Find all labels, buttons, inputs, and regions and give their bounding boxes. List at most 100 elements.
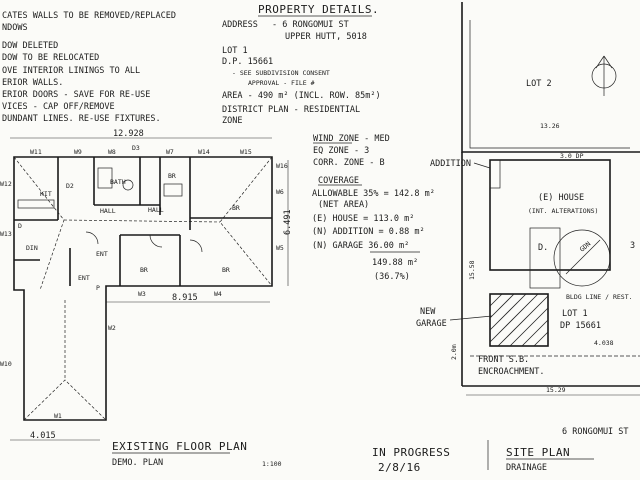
room-label: KIT [40,190,52,198]
coverage-heading: COVERAGE [318,176,359,186]
note-line: NDOWS [2,23,28,33]
room-label: BR [222,266,230,274]
window-tag: W3 [138,290,146,298]
note-line: ERIOR WALLS. [2,78,63,88]
addition-area: (N) ADDITION = 0.88 m² [312,227,425,237]
site-plan: LOT 2 13.26 3.0 DP ADDITION (E) HOUSE (I… [416,2,640,473]
property-details: PROPERTY DETAILS. ADDRESS - 6 RONGOMUI S… [222,3,435,282]
kitchen-bench [17,199,55,209]
window-tag: W5 [276,244,284,252]
window-tag: W6 [276,188,284,196]
room-label: ENT [78,274,90,282]
note-line: ERIOR DOORS - SAVE FOR RE-USE [2,90,150,100]
exterior-wall [13,156,273,421]
room-label: BATH [110,178,126,186]
dp-number: D.P. 15661 [222,57,273,67]
dp-label: DP 15661 [560,321,601,331]
window-tag: W12 [0,180,12,188]
door-swing [85,231,99,245]
garden-marker [565,239,601,275]
floor-plan-title: EXISTING FLOOR PLAN [112,440,247,453]
deck-footprint [529,227,561,289]
site-plan-title: SITE PLAN [506,446,570,459]
toilet-fixture [122,179,134,191]
boundary-note: BLDG LINE / REST. [566,293,633,301]
window-tag: W1 [54,412,62,420]
dim-bottom: 8.915 [172,293,198,303]
net-area: (NET AREA) [318,200,369,210]
lot2-label: LOT 2 [526,79,552,89]
note-line: VICES - CAP OFF/REMOVE [2,102,115,112]
window-tag: W10 [0,360,12,368]
note-line: DOW TO BE RELOCATED [2,53,99,63]
room-label: BR [232,204,240,212]
window-tag: W16 [276,162,288,170]
room-label: HALL [100,207,116,215]
corr-zone: CORR. ZONE - B [313,158,385,168]
dim-right: 6.491 [283,209,293,235]
existing-house-footprint [489,159,611,271]
north-arrow-icon [595,55,605,69]
total-area: 149.88 m² [372,258,418,268]
lot-number: LOT 1 [222,46,248,56]
note-line: DOW DELETED [2,41,58,51]
new-garage-footprint [489,293,549,347]
site-dim-top: 13.26 [540,122,560,130]
dim-top: 12.928 [113,129,144,139]
new-garage-line1: NEW [420,307,436,317]
house-area: (E) HOUSE = 113.0 m² [312,214,414,224]
door-swing [189,239,203,253]
new-garage-line2: GARAGE [416,319,447,329]
room-label: BR [140,266,148,274]
roof-hip-line [219,156,273,287]
window-tag: W11 [30,148,42,156]
drawing-status: IN PROGRESS 2/8/16 [372,446,450,474]
north-arrow-icon [603,55,613,69]
window-tag: W13 [0,230,12,238]
door-swing [149,234,163,248]
total-percent: (36.7%) [374,272,410,282]
district-line1: DISTRICT PLAN - RESIDENTIAL [222,105,360,115]
area: AREA - 490 m² (INCL. ROW. 85m²) [222,91,381,101]
allowable-coverage: ALLOWABLE 35% = 142.8 m² [312,189,435,199]
floor-plan-subtitle: DEMO. PLAN [112,458,163,468]
addition-label: ADDITION [430,159,471,169]
front-dim: 2.0m [450,344,458,360]
bath-fixture [97,167,113,189]
room-label: D2 [66,182,74,190]
garden-label: GDN [578,240,592,254]
garden-circle [553,229,611,287]
room-label: BR [168,172,176,180]
room-label: ENT [96,250,108,258]
site-plan-subtitle: DRAINAGE [506,463,547,473]
front-sb-line2: ENCROACHMENT. [478,367,545,377]
window-tag: W14 [198,148,210,156]
demolition-notes: CATES WALLS TO BE REMOVED/REPLACED NDOWS… [2,11,176,124]
room-label: P [96,284,100,292]
room-label: D3 [132,144,140,152]
site-dim-mid: 4.038 [594,339,614,347]
site-dim-bottom: 15.29 [546,386,566,394]
addition-leader [473,162,491,169]
eq-zone: EQ ZONE - 3 [313,146,369,156]
floor-plan-scale: 1:100 [262,460,282,468]
status-line1: IN PROGRESS [372,446,450,459]
note-line: OVE INTERIOR LININGS TO ALL [2,66,140,76]
house-label-line1: (E) HOUSE [538,193,584,203]
addition-footprint [489,159,501,189]
status-date: 2/8/16 [378,461,421,474]
deck-label: D. [538,243,548,253]
garage-area: (N) GARAGE 36.00 m² [312,241,409,251]
roof-hip-line [23,379,107,421]
front-sb-line1: FRONT S.B. [478,355,529,365]
lot2-boundary [469,20,630,149]
property-heading: PROPERTY DETAILS. [258,3,379,16]
consent-line2: APPROVAL - FILE # [248,79,315,87]
consent-line1: - SEE SUBDIVISION CONSENT [232,69,330,77]
edge-number: 3 [630,241,635,251]
site-dim-side: 15.58 [468,260,476,280]
room-label: HALL [148,206,164,214]
roof-ridge-line [63,219,221,223]
